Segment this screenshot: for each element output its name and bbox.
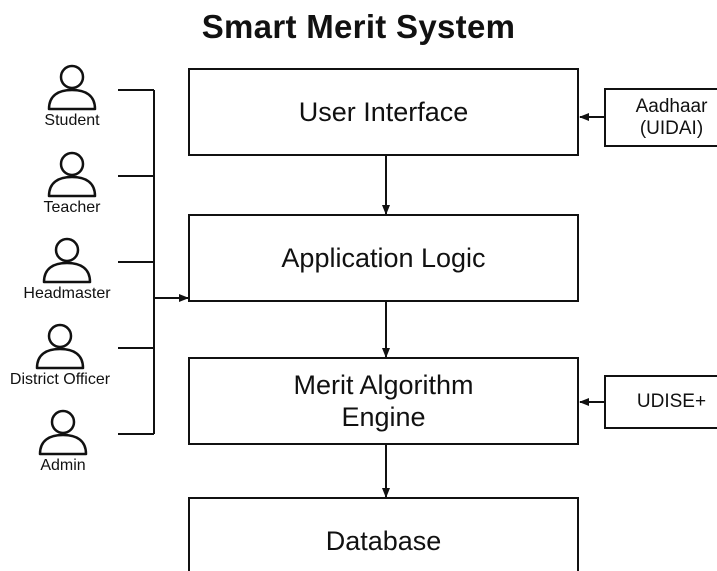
application-logic-box: Application Logic: [188, 214, 579, 302]
uidai-label: (UIDAI): [639, 117, 704, 139]
person-icon: [47, 64, 97, 111]
actor-label-district-officer: District Officer: [9, 371, 111, 388]
merit-algorithm-engine-box: Merit Algorithm Engine: [188, 357, 579, 445]
user-interface-label: User Interface: [298, 96, 469, 127]
aadhaar-label: Aadhaar: [635, 95, 708, 117]
udise-plus-box: UDISE+: [604, 375, 717, 429]
actor-label-admin: Admin: [40, 457, 86, 474]
user-interface-box: User Interface: [188, 68, 579, 156]
person-icon: [35, 323, 85, 370]
application-logic-label: Application Logic: [281, 242, 486, 273]
actor-headmaster: Headmaster: [0, 237, 142, 303]
diagram-title: Smart Merit System: [201, 8, 516, 45]
actor-district-officer: District Officer: [0, 323, 135, 389]
merit-algorithm-label-line-1: Merit Algorithm: [293, 369, 474, 400]
person-icon: [47, 151, 97, 198]
merit-algorithm-label-line-2: Engine: [341, 402, 426, 432]
aadhaar-uidai-box: Aadhaar (UIDAI): [604, 88, 717, 147]
actor-admin: Admin: [0, 409, 138, 475]
actor-teacher: Teacher: [0, 151, 147, 217]
person-icon: [42, 237, 92, 284]
database-box: Database: [188, 497, 579, 571]
actor-label-headmaster: Headmaster: [23, 285, 111, 302]
database-label: Database: [325, 525, 442, 556]
actor-student: Student: [0, 64, 147, 130]
actor-label-teacher: Teacher: [43, 199, 101, 216]
actor-label-student: Student: [44, 112, 100, 129]
person-icon: [38, 409, 88, 456]
udise-label: UDISE+: [636, 391, 707, 413]
